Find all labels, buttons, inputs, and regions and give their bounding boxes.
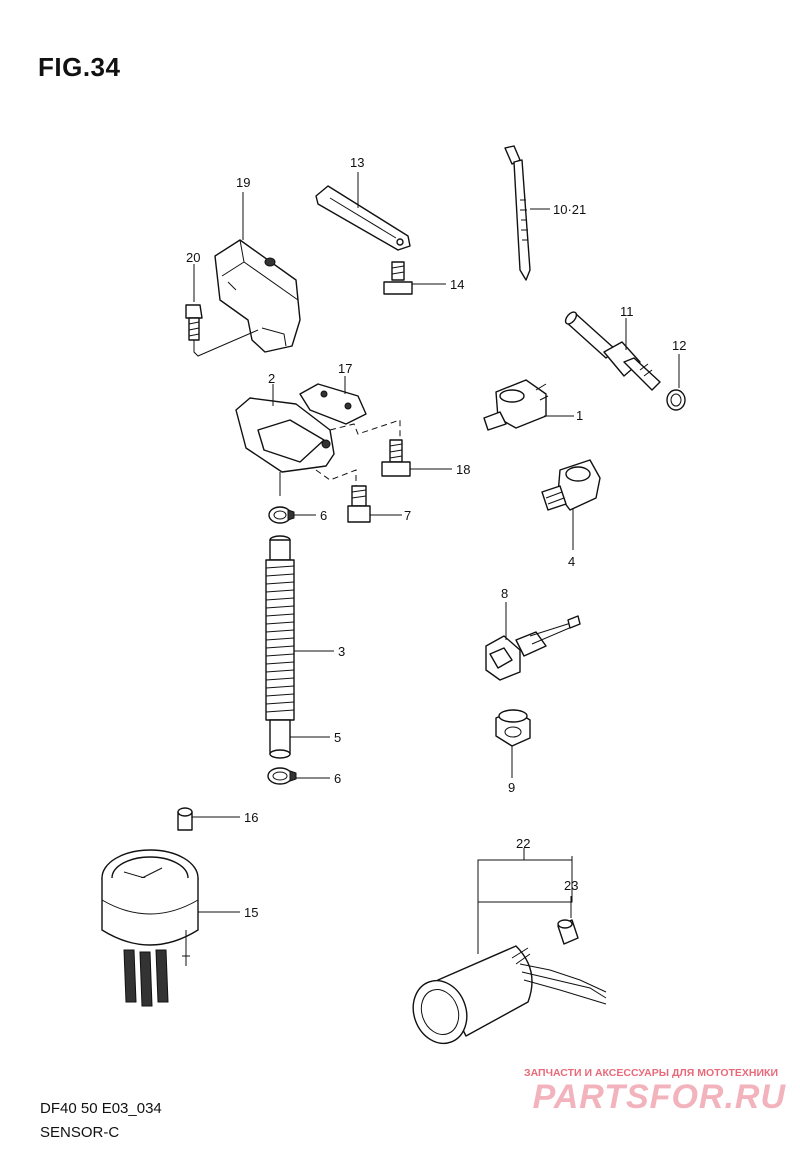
callout-18: 18 <box>456 462 470 477</box>
part-11-fitting[interactable] <box>563 310 661 391</box>
callout-16: 16 <box>244 810 258 825</box>
callout-9: 9 <box>508 780 515 795</box>
part-18-bolt[interactable] <box>381 439 411 477</box>
callout-22: 22 <box>516 836 530 851</box>
part-4-switch[interactable] <box>541 459 601 511</box>
part-19-cover[interactable] <box>214 239 301 353</box>
part-13-strap[interactable] <box>315 185 411 251</box>
part-3-5-hose[interactable] <box>265 535 295 759</box>
part-10-21-cable-tie[interactable] <box>504 145 531 281</box>
figure-title: FIG.34 <box>38 52 121 82</box>
part-7-bolt[interactable] <box>347 485 371 523</box>
part-16-bulb[interactable] <box>177 807 193 831</box>
callout-6-lower: 6 <box>334 771 341 786</box>
model-code: DF40 50 E03_034 <box>40 1100 162 1117</box>
part-2-module[interactable] <box>235 397 335 496</box>
part-17-bracket[interactable] <box>299 383 367 425</box>
part-20-bolt[interactable] <box>185 304 203 341</box>
part-9-grommet[interactable] <box>495 709 531 747</box>
leader-20-19 <box>193 329 259 357</box>
callout-3: 3 <box>338 644 345 659</box>
part-12-o-ring[interactable] <box>666 389 686 411</box>
callout-17: 17 <box>338 361 352 376</box>
callout-8: 8 <box>501 586 508 601</box>
part-6-clamp-upper[interactable] <box>268 506 295 524</box>
leader-dash-17-18 <box>329 419 401 438</box>
callout-7: 7 <box>404 508 411 523</box>
callout-4: 4 <box>568 554 575 569</box>
callout-12: 12 <box>672 338 686 353</box>
leader-22 <box>477 856 573 954</box>
callout-19: 19 <box>236 175 250 190</box>
part-22-tachometer[interactable] <box>405 945 607 1051</box>
leader-dash-2-7 <box>315 469 357 488</box>
part-23-bulb[interactable] <box>557 919 579 945</box>
callout-6-upper: 6 <box>320 508 327 523</box>
callout-2: 2 <box>268 371 275 386</box>
part-6-clamp-lower[interactable] <box>267 767 297 785</box>
callout-5: 5 <box>334 730 341 745</box>
part-15-gauge[interactable] <box>101 849 199 1007</box>
callout-11: 11 <box>620 304 634 319</box>
part-8-connector[interactable] <box>485 615 581 681</box>
section-name: SENSOR-C <box>40 1124 120 1141</box>
callout-10-21: 10·21 <box>553 202 586 217</box>
part-14-bolt[interactable] <box>383 261 413 295</box>
callout-15: 15 <box>244 905 258 920</box>
callout-23: 23 <box>564 878 578 893</box>
callout-13: 13 <box>350 155 364 170</box>
callout-20: 20 <box>186 250 200 265</box>
callout-1: 1 <box>576 408 583 423</box>
watermark-logo: PARTSFOR.RU <box>532 1078 786 1116</box>
callout-14: 14 <box>450 277 464 292</box>
part-1-sensor[interactable] <box>483 379 549 431</box>
watermark-tagline: ЗАПЧАСТИ И АКСЕССУАРЫ ДЛЯ МОТОТЕХНИКИ <box>524 1067 778 1079</box>
